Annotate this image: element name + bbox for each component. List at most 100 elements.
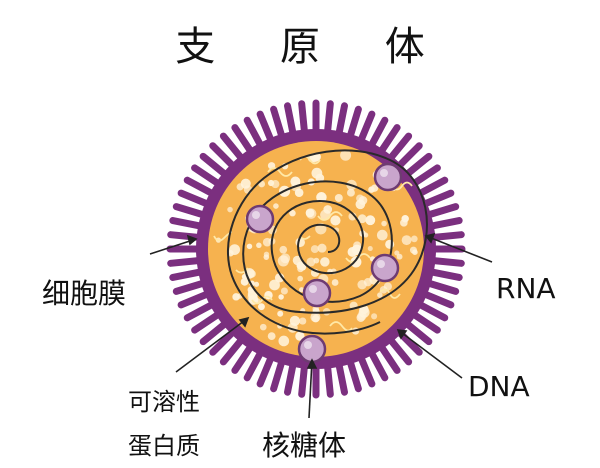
protein-granule: [317, 243, 327, 253]
protein-granule: [256, 242, 262, 249]
protein-granule: [370, 184, 379, 192]
protein-arrowhead: [238, 316, 250, 328]
protein-granule: [334, 194, 343, 202]
protein-granule: [236, 183, 244, 191]
protein-granule: [259, 323, 267, 331]
protein-granule: [320, 257, 330, 267]
protein-granule: [227, 206, 233, 213]
protein-granule: [357, 214, 367, 224]
ribosome-highlight: [304, 341, 312, 349]
protein-granule: [294, 188, 304, 197]
protein-granule: [246, 243, 253, 250]
ribosome-highlight: [309, 285, 317, 293]
protein-granule: [311, 167, 323, 179]
protein-granule: [305, 208, 315, 218]
protein-granule: [371, 313, 378, 320]
label-rna: RNA: [496, 272, 556, 305]
membrane-arrowhead: [186, 234, 198, 246]
protein-granule: [357, 279, 367, 290]
label-ribosome: 核糖体: [262, 429, 347, 462]
protein-pointer: [175, 317, 249, 373]
protein-granule: [323, 205, 333, 214]
ribosome-highlight: [252, 211, 260, 219]
label-cell-membrane: 细胞膜: [42, 277, 127, 310]
protein-granule: [289, 209, 296, 217]
protein-granule: [274, 273, 285, 283]
protein-granule: [299, 317, 307, 325]
protein-granule: [358, 306, 370, 318]
protein-granule: [267, 332, 276, 341]
membrane-pointer: [149, 238, 197, 255]
ribosome-highlight: [380, 169, 388, 177]
protein-granule: [412, 249, 418, 256]
rna-arrowhead: [424, 232, 436, 244]
protein-granule: [330, 215, 341, 226]
protein-granule: [355, 199, 366, 210]
protein-granule: [340, 149, 352, 161]
protein-granule: [269, 279, 280, 291]
protein-granule: [278, 294, 284, 300]
protein-granule: [347, 247, 358, 257]
protein-granule: [306, 257, 316, 267]
ribosome: [302, 278, 332, 308]
protein-granule: [312, 305, 320, 313]
protein-granule: [347, 188, 355, 197]
protein-granule: [254, 281, 260, 287]
protein-granule: [267, 179, 275, 187]
ribosome: [297, 334, 327, 364]
protein-granule: [280, 287, 288, 295]
protein-granule: [277, 310, 284, 317]
dna-arrowhead: [396, 329, 408, 340]
protein-granule: [316, 192, 327, 203]
protein-granule: [263, 251, 270, 258]
protein-granule: [295, 331, 305, 341]
label-dna: DNA: [468, 370, 530, 403]
protein-granule: [400, 219, 408, 227]
protein-granule: [248, 270, 256, 278]
dna-strand: [227, 149, 428, 335]
protein-granule: [313, 257, 320, 264]
protein-granule: [401, 235, 412, 246]
ribosome-arrowhead: [306, 358, 318, 369]
label-soluble-line1: 可溶性: [128, 388, 200, 416]
protein-granule: [310, 312, 321, 323]
protein-granule: [376, 229, 388, 241]
dna-pointer: [397, 329, 463, 379]
protein-granule: [410, 235, 418, 243]
protein-granule: [279, 245, 288, 254]
protein-granule: [331, 279, 339, 286]
protein-granule: [367, 245, 373, 252]
protein-granule: [298, 263, 307, 271]
protein-granule: [262, 237, 272, 247]
ribosome: [373, 162, 403, 192]
protein-granule: [273, 203, 279, 209]
label-soluble-line2: 蛋白质: [128, 432, 200, 460]
protein-granule: [377, 292, 383, 298]
protein-granule: [247, 292, 258, 303]
ribosome-highlight: [377, 260, 385, 268]
protein-granule: [310, 245, 319, 254]
protein-granule: [278, 335, 290, 347]
rna-strand: [251, 295, 273, 305]
ribosome-pointer: [308, 359, 313, 419]
rna-strand: [329, 321, 353, 332]
protein-granule: [240, 277, 249, 286]
protein-granule: [257, 303, 265, 311]
ribosome: [370, 253, 400, 283]
pointer-lines: [149, 232, 493, 419]
protein-granule: [297, 275, 304, 282]
rna-strand: [267, 167, 293, 177]
rna-strand: [235, 267, 249, 274]
protein-granule: [350, 256, 362, 268]
rna-strand: [317, 211, 343, 221]
protein-granule: [280, 253, 291, 264]
protein-granule: [396, 253, 403, 260]
diagram-title: 支 原 体: [175, 24, 451, 70]
protein-granule: [365, 215, 376, 226]
protein-granule: [232, 293, 240, 301]
protein-granule: [381, 220, 387, 227]
ribosome: [245, 204, 275, 234]
protein-granule: [289, 315, 301, 326]
rna-pointer: [425, 235, 493, 263]
